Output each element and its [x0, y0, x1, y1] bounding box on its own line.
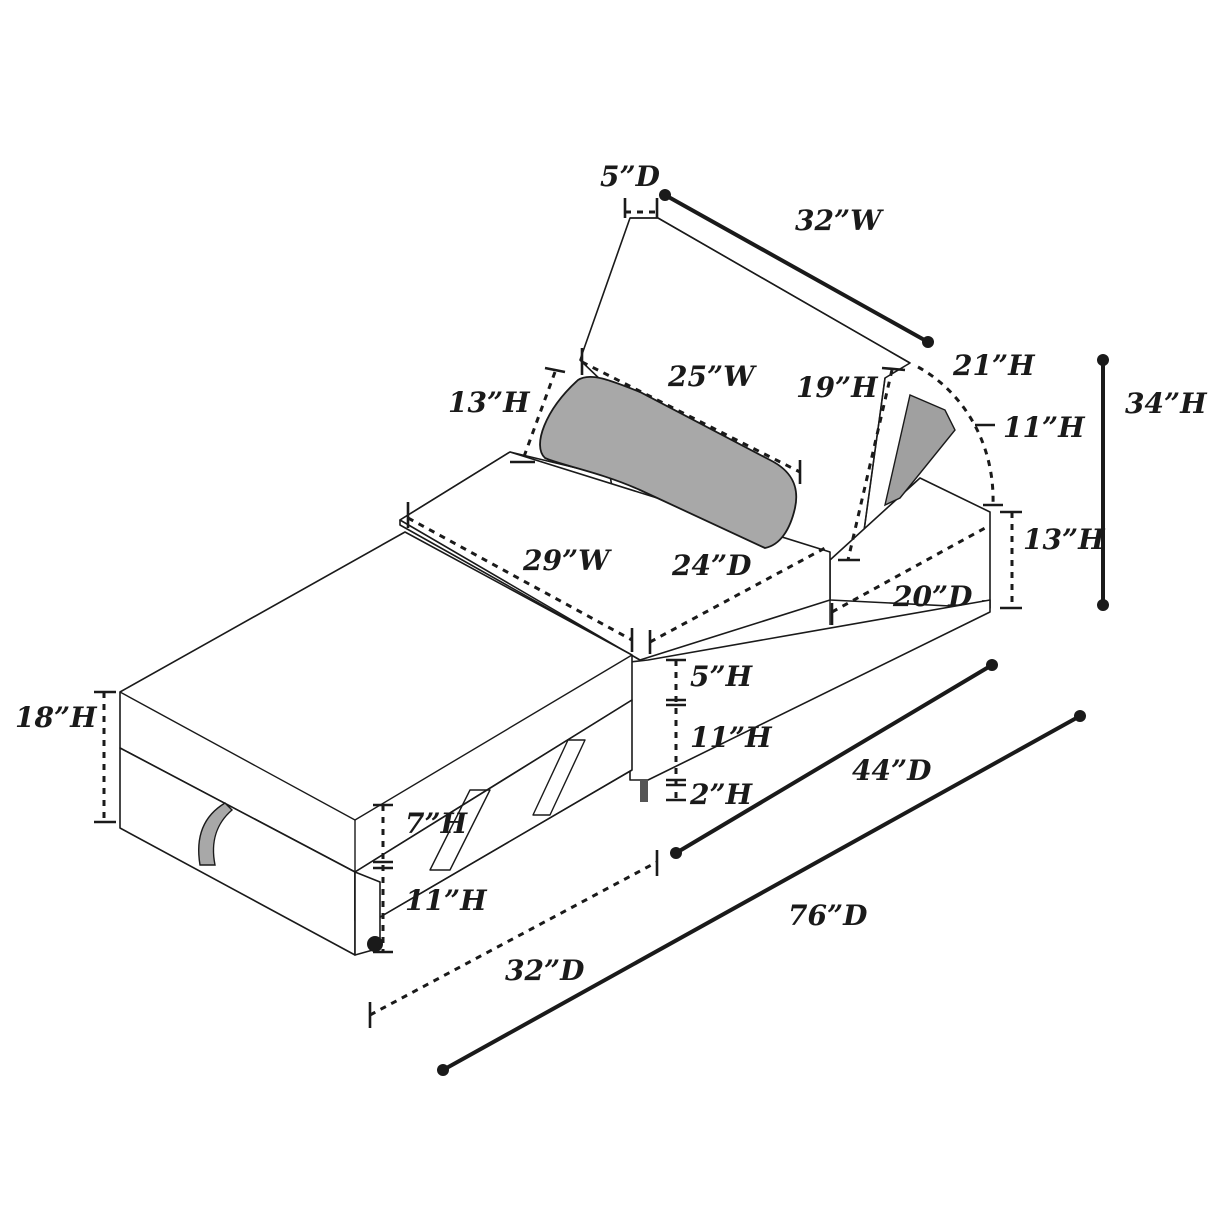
- label-chair-depth: 44”D: [852, 754, 932, 787]
- label-arc-height: 21”H: [952, 349, 1036, 382]
- label-seat-width: 29”W: [522, 544, 612, 577]
- label-back-width: 32”W: [795, 204, 884, 237]
- front-leg: [640, 780, 648, 802]
- dimension-labels: 5”D 32”W 25”W 13”H 19”H 21”H 11”H 34”H 2…: [15, 160, 1208, 987]
- label-pillow-height: 13”H: [448, 386, 531, 419]
- label-arm-height: 13”H: [1023, 523, 1106, 556]
- label-cushion-height: 5”H: [690, 660, 754, 693]
- label-extension-height: 18”H: [15, 701, 98, 734]
- label-extension-depth: 32”D: [505, 954, 585, 987]
- label-pillow-width: 25”W: [667, 360, 757, 393]
- pull-strap-icon: [198, 802, 234, 866]
- folded-back-panel: [884, 394, 956, 507]
- caster-wheel: [367, 936, 383, 952]
- label-frame-upper-height: 7”H: [405, 807, 469, 840]
- extension-frame: [119, 699, 633, 956]
- seat-cushion: [399, 451, 831, 661]
- label-base-height: 11”H: [690, 721, 773, 754]
- label-back-height: 19”H: [796, 371, 879, 404]
- label-back-hinge-height: 11”H: [1003, 411, 1086, 444]
- label-arm-depth: 20”D: [892, 580, 973, 613]
- label-total-depth: 76”D: [788, 899, 868, 932]
- label-seat-depth: 24”D: [671, 549, 752, 582]
- chair-base: [629, 599, 991, 802]
- label-leg-height: 2”H: [689, 778, 754, 811]
- label-frame-lower-height: 11”H: [405, 884, 488, 917]
- dimension-lines: [94, 189, 1109, 1076]
- label-total-height: 34”H: [1125, 387, 1208, 420]
- label-back-depth: 5”D: [600, 160, 661, 193]
